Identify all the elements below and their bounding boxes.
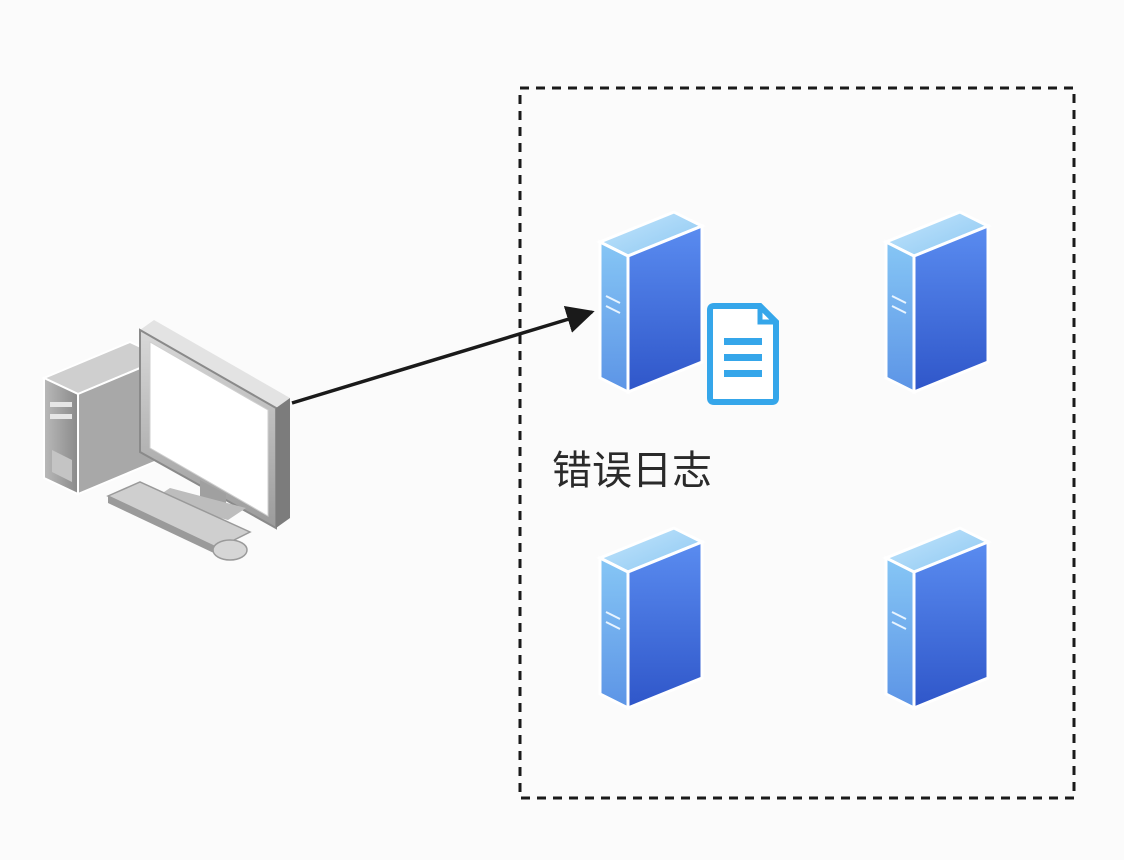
- client-to-server-arrow: [291, 305, 595, 405]
- server-icon-4: [884, 526, 990, 710]
- server-group-boundary: [518, 86, 1076, 800]
- server-icon-3: [598, 526, 704, 710]
- error-log-label: 错误日志: [552, 448, 712, 494]
- server-icon-1: [598, 210, 704, 394]
- server-icon-2: [884, 210, 990, 394]
- log-document-icon: [707, 303, 779, 405]
- desktop-computer-icon: [41, 320, 290, 561]
